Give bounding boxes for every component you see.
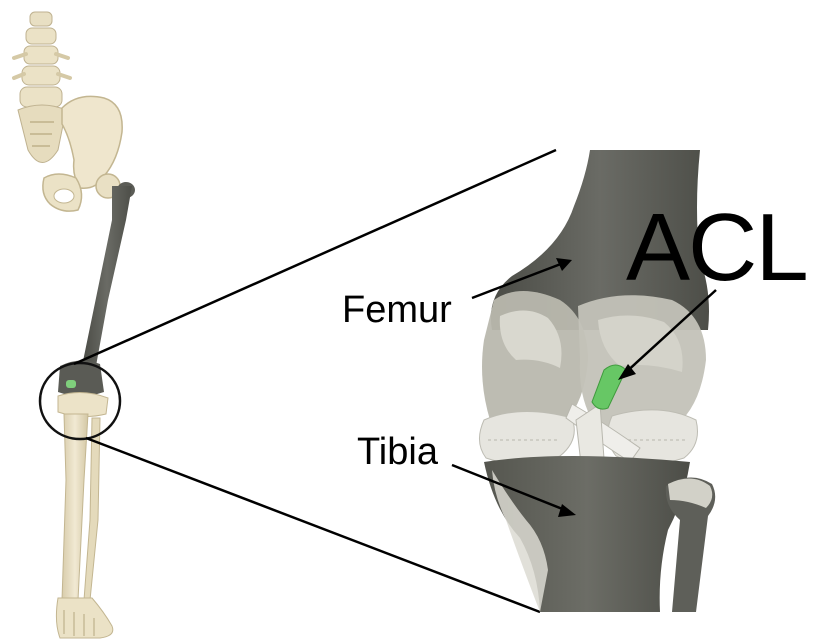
spine bbox=[14, 12, 70, 163]
zoom-line-top bbox=[74, 150, 556, 364]
leg-femur bbox=[82, 186, 132, 366]
tibia-label: Tibia bbox=[357, 433, 438, 471]
closeup-meniscus bbox=[479, 411, 574, 463]
zoom-line-bottom bbox=[86, 438, 540, 612]
leg-tibia bbox=[62, 414, 88, 600]
femur-label: Femur bbox=[342, 291, 452, 329]
acl-label: ACL bbox=[626, 200, 807, 296]
leg-skeleton bbox=[14, 12, 135, 638]
